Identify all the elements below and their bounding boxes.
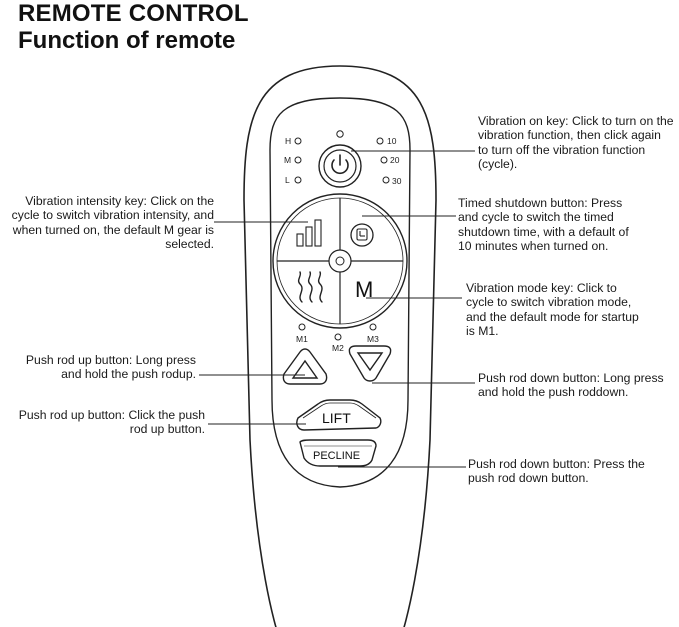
mode-indicator-m3: [369, 323, 377, 331]
intensity-bars-icon[interactable]: [296, 219, 322, 247]
annotation-push-up-hold: Push rod up button: Long press and hold …: [25, 353, 196, 382]
mode-indicator-m1: [298, 323, 306, 331]
power-button[interactable]: [318, 144, 362, 188]
timer-label-20: 20: [390, 155, 400, 165]
recline-button-label: PECLINE: [313, 450, 360, 462]
lift-button[interactable]: [296, 399, 382, 431]
status-indicator: [336, 130, 344, 138]
function-pad[interactable]: [272, 193, 408, 329]
push-rod-up-hold-button[interactable]: [282, 348, 328, 385]
intensity-indicator-h: [294, 137, 302, 145]
heat-waves-icon[interactable]: [297, 271, 323, 303]
intensity-label-h: H: [285, 136, 291, 146]
annotation-intensity: Vibration intensity key: Click on the cy…: [11, 194, 214, 252]
mode-label-m2: M2: [332, 343, 344, 353]
power-icon: [331, 159, 349, 175]
annotation-push-down-press: Push rod down button: Press the push rod…: [468, 457, 645, 486]
timer-label-10: 10: [387, 136, 397, 146]
mode-key-label: M: [355, 277, 373, 302]
timer-clock-icon[interactable]: [350, 223, 374, 247]
page-subtitle: Function of remote: [18, 27, 236, 54]
annotation-vibration-on: Vibration on key: Click to turn on the v…: [478, 114, 674, 172]
recline-button[interactable]: [299, 439, 377, 467]
mode-indicator-m2: [334, 333, 342, 341]
annotation-push-up-click: Push rod up button: Click the push rod u…: [18, 408, 205, 437]
timer-indicator-10: [376, 137, 384, 145]
annotation-push-down-hold: Push rod down button: Long press and hol…: [478, 371, 664, 400]
lift-button-label: LIFT: [322, 410, 351, 426]
timer-indicator-30: [382, 176, 390, 184]
annotation-timed-shutdown: Timed shutdown button: Press and cycle t…: [458, 196, 629, 254]
timer-indicator-20: [380, 156, 388, 164]
intensity-label-m: M: [284, 155, 291, 165]
intensity-label-l: L: [285, 175, 290, 185]
intensity-indicator-m: [294, 156, 302, 164]
mode-label-m1: M1: [296, 334, 308, 344]
mode-label-m3: M3: [367, 334, 379, 344]
annotation-vibration-mode: Vibration mode key: Click to cycle to sw…: [466, 281, 639, 339]
intensity-indicator-l: [294, 176, 302, 184]
remote-inner-panel: [269, 97, 411, 488]
push-rod-down-hold-button[interactable]: [348, 345, 392, 382]
arrow-down-icon: [356, 352, 384, 372]
timer-label-30: 30: [392, 176, 402, 186]
page-title: REMOTE CONTROL: [18, 0, 249, 27]
arrow-up-icon: [291, 359, 319, 379]
remote-outer-body: [243, 65, 437, 627]
